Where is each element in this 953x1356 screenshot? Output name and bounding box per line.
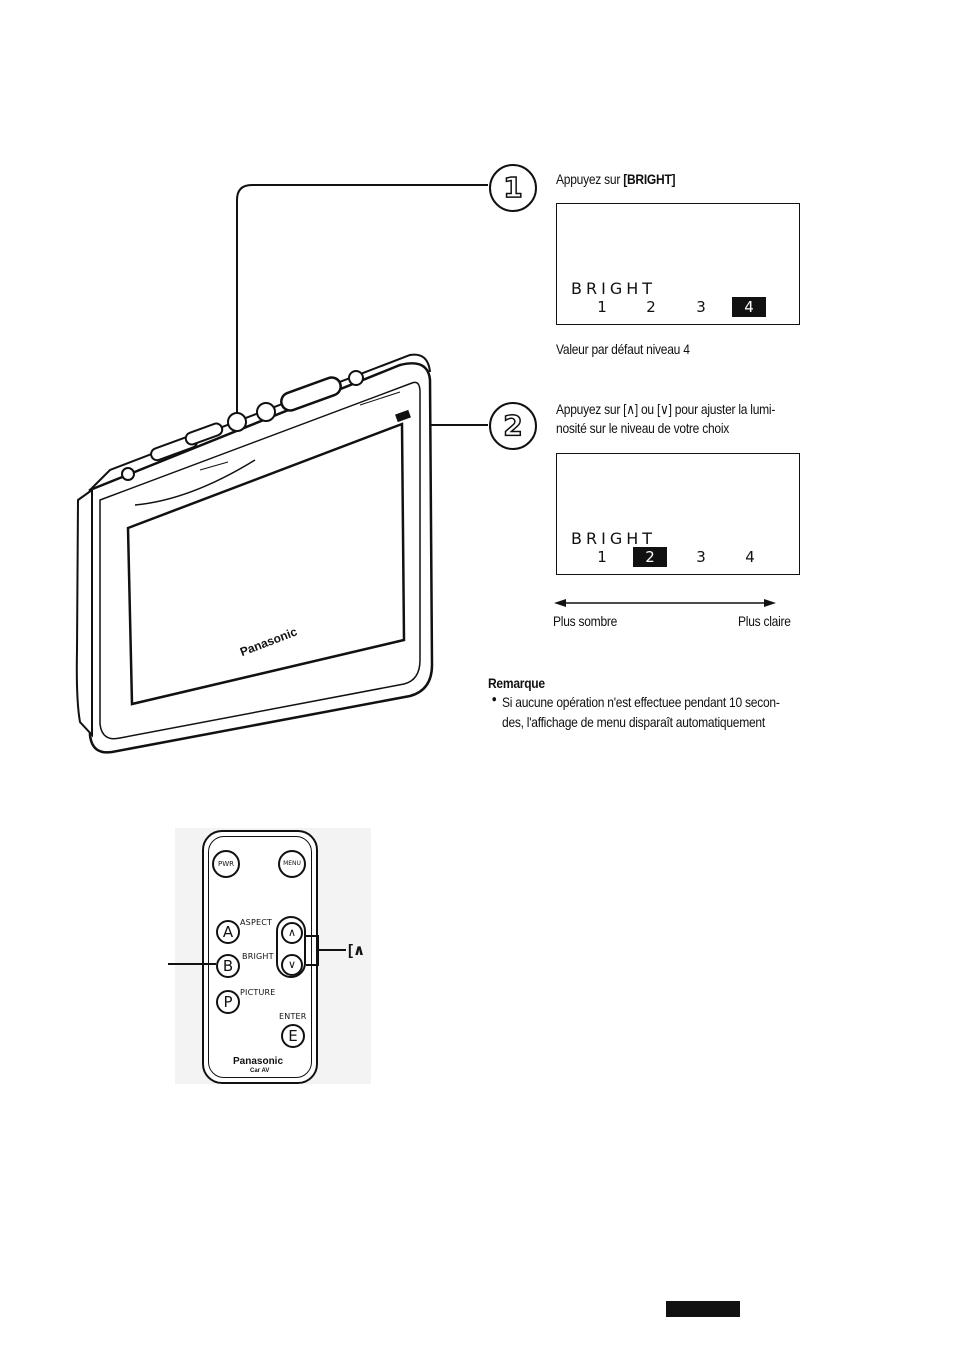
chevron-up-icon: ∧	[287, 926, 297, 939]
osd2-level-1: 1	[597, 548, 607, 566]
osd-level-2: 2	[646, 298, 656, 316]
step-1-number: 1	[489, 164, 537, 212]
remark-line-1: Si aucune opération n'est effectuee pend…	[492, 694, 780, 710]
step-1-bright-key: [BRIGHT]	[623, 171, 676, 187]
brightness-scale-arrow	[554, 599, 776, 607]
enter-label: ENTER	[279, 1012, 307, 1021]
scale-darker-label: Plus sombre	[553, 613, 618, 629]
chevron-down-icon: ∨	[287, 958, 297, 971]
osd2-level-3: 3	[696, 548, 706, 566]
a-label: A	[222, 923, 234, 941]
default-value-note: Valeur par défaut niveau 4	[556, 341, 690, 357]
e-label: E	[288, 1027, 298, 1045]
step-1-instruction-prefix: Appuyez sur	[556, 171, 624, 187]
osd2-level-4: 4	[745, 548, 755, 566]
remote-up-button[interactable]: ∧	[281, 922, 303, 944]
remote-callout-label: [∧	[348, 942, 366, 959]
step-1-instruction: Appuyez sur [BRIGHT]	[556, 171, 676, 187]
monitor-illustration	[75, 184, 488, 754]
page-tab-marker	[666, 1301, 740, 1317]
remote-menu-button[interactable]: MENU	[278, 850, 306, 878]
osd-bright-title-2: BRIGHT	[571, 529, 657, 548]
remote-callout-lines	[168, 935, 346, 966]
p-label: P	[223, 993, 233, 1011]
remote-pwr-button[interactable]: PWR	[212, 850, 240, 878]
menu-label: MENU	[283, 860, 301, 867]
osd2-level-2-selected: 2	[633, 547, 667, 567]
remote-sub-brand: Car AV	[250, 1068, 270, 1074]
step-2-number: 2	[489, 402, 537, 450]
aspect-label: ASPECT	[240, 918, 273, 927]
remote-a-button[interactable]: A	[216, 920, 240, 944]
osd-level-3: 3	[696, 298, 706, 316]
picture-label: PICTURE	[240, 988, 276, 997]
step-2-instruction-line-2: nosité sur le niveau de votre choix	[556, 420, 730, 436]
remark-title: Remarque	[488, 675, 545, 691]
remote-inner-outline	[208, 836, 312, 1078]
osd-level-1: 1	[597, 298, 607, 316]
step-2-instruction-line-1: Appuyez sur [∧] ou [∨] pour ajuster la l…	[556, 401, 776, 417]
osd-level-4-selected: 4	[732, 297, 766, 317]
osd-screen-default: BRIGHT 1 2 3 4	[556, 203, 800, 325]
scale-brighter-label: Plus claire	[738, 613, 791, 629]
pwr-label: PWR	[217, 860, 234, 868]
remote-e-button[interactable]: E	[281, 1024, 305, 1048]
remote-b-button[interactable]: B	[216, 954, 240, 978]
b-label: B	[222, 957, 234, 975]
osd-screen-adjusted: BRIGHT 1 2 3 4	[556, 453, 800, 575]
remote-brand: Panasonic	[233, 1056, 284, 1067]
remote-down-button[interactable]: ∨	[281, 954, 303, 976]
remote-p-button[interactable]: P	[216, 990, 240, 1014]
remark-line-2: des, l'affichage de menu disparaît autom…	[502, 714, 765, 730]
bright-label: BRIGHT	[242, 952, 274, 961]
osd-bright-title: BRIGHT	[571, 279, 657, 298]
